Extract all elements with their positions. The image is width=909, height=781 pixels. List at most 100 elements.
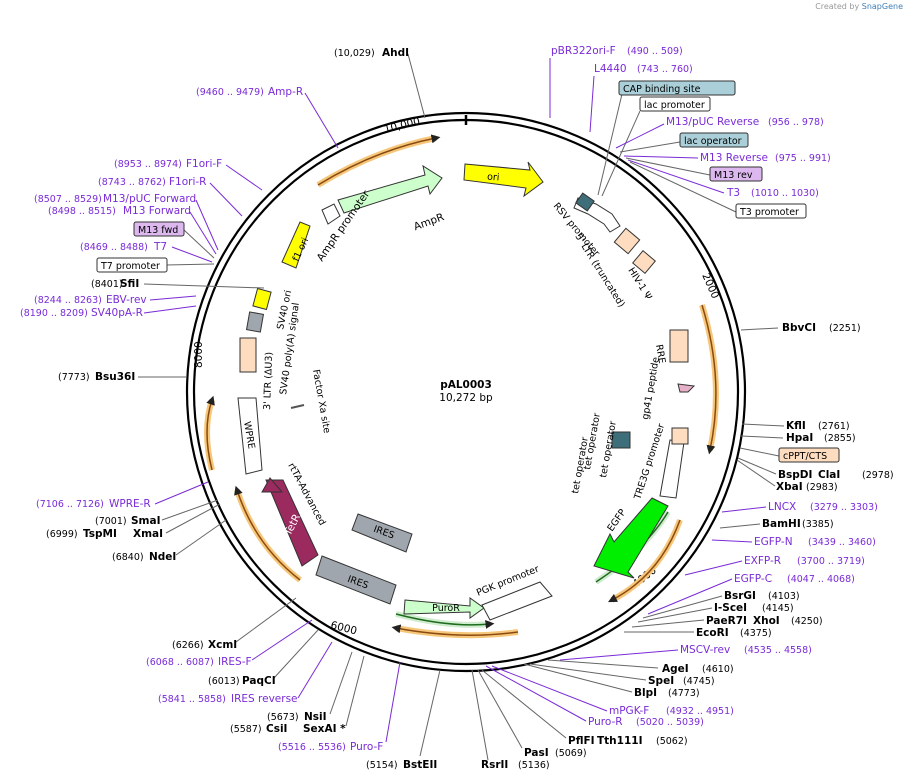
feature-sv40-ori [252,287,272,311]
primer-line-m13puc [615,123,665,149]
primer-line-ampr [304,92,339,149]
primer-line-exfpr [684,560,743,576]
enzyme-nsii-name: NsiI [304,711,327,723]
enzyme-xhoi-name: XhoI [753,615,780,627]
feature-pgk [481,581,553,621]
enzyme-bsrgi-pos: (4103) [768,591,800,602]
primer-iresrev-name: IRES reverse [231,693,298,705]
lac-promoter-label: lac promoter [644,100,705,111]
primer-pbr322-name: pBR322ori-F [551,45,616,57]
line-paqci [273,629,319,679]
enzyme-ndei-pos: (6840) [112,552,144,563]
primer-line-egfpc [647,578,733,615]
primer-purof-range: (5516 .. 5536) [278,742,346,753]
primer-egfpn-name: EGFP-N [754,536,793,548]
primer-t3-name: T3 [726,187,740,199]
enzyme-xbai-pos: (2983) [806,482,838,493]
enzyme-tspmi-pos: (6999) [46,529,78,540]
enzyme-bamhi-name: BamHI [762,518,801,530]
m13-rev-label: M13 rev [714,170,753,181]
feature-ampr-label: AmpR [412,211,446,233]
primer-mscvrev-range: (4535 .. 4558) [744,645,812,656]
enzyme-bbvci-name: BbvCI [782,322,816,334]
primer-line-lncx [721,506,767,513]
cppt-label: cPPT/CTS [783,451,827,462]
enzyme-agei-pos: (4610) [702,664,734,675]
enzyme-pasi-pos: (5069) [555,748,587,759]
line-pasi [477,669,523,749]
credit-prefix: Created by [815,2,860,11]
cap-binding-site-label: CAP binding site [623,84,701,95]
primer-ebvrev-name: EBV-rev [106,294,147,306]
enzyme-agei-name: AgeI [662,663,689,675]
orf-arc-wpre-line [206,395,215,471]
primer-line-purof [385,661,401,743]
primer-puror-range: (5020 .. 5039) [636,717,704,728]
primer-iresrev-range: (5841 .. 5858) [158,694,226,705]
line-bsteii [419,669,441,757]
line-pflfi [481,669,567,739]
primer-line-puror [485,665,587,722]
feature-hiv-psi [613,227,641,255]
line-cppt [739,447,780,457]
line-iscei [637,607,713,623]
enzyme-ecori-name: EcoRI [696,627,729,639]
enzyme-smai-name: SmaI [131,515,161,527]
primer-sv40pa-range: (8190 .. 8209) [20,308,88,319]
enzyme-hpai-name: HpaI [786,432,813,444]
primer-line-wprer [154,481,209,505]
box-cap-binding-site [618,80,736,96]
primer-m13pucf-range: (8507 .. 8529) [34,194,102,205]
feature-tetop-1-label: tet operator [598,420,619,478]
primer-line-m13pucf [195,199,219,251]
primer-line-mpgkf [491,665,608,712]
line-rsrii [471,669,489,761]
primer-t7-range: (8469 .. 8488) [80,242,148,253]
t7-promoter-label: T7 promoter [100,261,160,272]
enzyme-sfii-pos: (8401) [91,279,123,290]
feature-hiv-psi-label: HIV-1 Ψ [625,266,653,302]
feature-rtetr-head [261,477,284,493]
primer-lncx-range: (3279 .. 3303) [810,502,878,513]
primer-egfpn-range: (3439 .. 3460) [808,537,876,548]
orf-arc-puror-line [391,624,519,636]
tick-8000: 8000 [193,341,205,368]
primer-exfpr-range: (3700 .. 3719) [797,556,865,567]
enzyme-ndei-name: NdeI [149,551,176,563]
orf-arc-right-line [701,304,717,455]
enzyme-sexai-name: SexAI * [303,723,346,735]
feature-factor-xa [290,404,305,409]
map-title: pAL0003 [440,379,492,391]
feature-tet-operator-block [611,431,631,449]
line-m13rev-box [625,157,711,176]
enzyme-sfii-name: SfiI [120,278,139,290]
feature-wpre-label: WPRE [241,421,257,450]
enzyme-ecori-pos: (4375) [740,628,772,639]
line-tspmi [165,503,221,534]
primer-exfpr-name: EXFP-R [744,555,781,567]
tick-10000: 10,000 [383,115,422,136]
m13-fwd-label: M13 fwd [138,225,178,236]
t3-promoter-label: T3 promoter [739,207,799,218]
primer-line-m13rev [623,155,699,159]
enzyme-pflfi-name: PflFI [568,735,595,747]
box-lac-operator [679,132,749,148]
orf-arc-egfp-line [608,519,681,603]
feature-tre3g [659,439,685,499]
feature-wpre [237,397,263,475]
feature-ampr-promoter [321,203,341,225]
primer-line-egfpn [711,539,753,543]
primer-f1orir-range: (8743 .. 8762) [98,177,166,188]
lac-operator-label: lac operator [684,136,742,147]
feature-3ltr-label: 3' LTR (ΔU3) [262,352,275,410]
box-m13-fwd [133,221,185,237]
enzyme-pflfi-pos: (5062) [656,736,688,747]
line-ahdi [407,53,426,119]
enzyme-bspdi-pos: (2978) [862,470,894,481]
feature-ori-label: ori [487,171,500,183]
line-bbvci [740,327,779,331]
feature-puror-label: PuroR [432,603,460,614]
enzyme-bamhi-pos: (3385) [802,519,834,530]
enzyme-ahdi-pos: (10,029) [334,48,375,59]
line-lac-promoter [601,110,641,197]
